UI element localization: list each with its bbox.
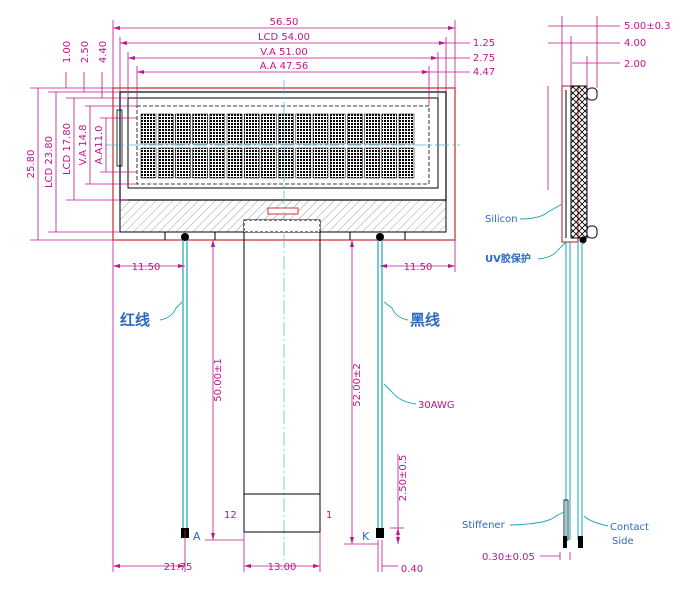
side-dim-1: 5.00±0.3 [624,21,671,32]
side-dim-2: 4.00 [624,38,646,49]
character-cell [295,113,312,145]
character-cell [209,147,226,179]
top-dimension-texts: 56.50 LCD 54.00 V.A 51.00 A.A 47.56 1.25… [258,17,495,78]
dim-va-width: V.A 51.00 [260,47,307,58]
character-grid [140,113,415,179]
character-cell [381,113,398,145]
red-wire-label: 红线 [120,311,150,329]
character-cell [192,147,208,179]
viewing-area [127,97,439,189]
contact-side-label-2: Side [612,536,634,547]
dim-bottom-left: 21.75 [164,562,193,573]
dim-right-1: 1.25 [473,38,495,49]
dim-wire-length-left: 50.00±1 [213,358,224,401]
character-cell [261,147,277,179]
character-cell [140,113,157,145]
character-cell [295,147,312,179]
character-cell [175,113,191,145]
black-wire-label: 黑线 [410,311,440,329]
pin-1-label: 1 [326,510,332,521]
dim-aa-width: A.A 47.56 [260,61,309,72]
active-area [136,105,430,185]
wires: A K 红线 黑线 30AWG [120,240,455,543]
character-cell [157,113,174,145]
character-cell [157,147,174,179]
dim-lcd-height-2: LCD 17.80 [62,123,73,175]
module-front-view [105,80,460,560]
dim-right-offset: 11.50 [404,262,433,273]
dim-top-1: 1.00 [62,41,73,63]
side-view: 5.00±0.3 4.00 2.00 0.30±0.05 Silicon UV胶… [462,16,671,563]
dim-left-offset: 11.50 [132,262,161,273]
character-cell [329,113,346,145]
connector-slot [267,207,299,215]
character-cell [364,147,380,179]
dim-overall-width: 56.50 [270,17,299,28]
dim-va-height: V.A 14.8 [78,124,89,165]
dim-top-2: 2.50 [80,41,91,63]
dim-lcd-height: LCD 23.80 [44,136,55,188]
left-tab [116,109,123,167]
dim-aa-height: A.A11.0 [94,126,105,165]
character-cell [312,113,329,145]
character-cell [278,147,294,179]
fpc-tail: 12 1 [224,219,332,533]
bottom-dimension-texts: 11.50 11.50 50.00±1 52.00±2 2.50±0.5 21.… [132,262,433,575]
dim-bottom-right: 0.40 [401,564,423,575]
character-cell [226,147,243,179]
bottom-dimension-arrows [113,240,455,568]
solder-point-left [181,233,189,241]
dim-top-3: 4.40 [98,41,109,63]
uv-protection-label: UV胶保护 [485,252,531,265]
dim-right-2: 2.75 [473,53,495,64]
pin-12-label: 12 [224,510,237,521]
stiffener-label: Stiffener [462,520,506,531]
character-cell [226,113,243,145]
character-cell [175,147,191,179]
silicon-label: Silicon [485,214,518,225]
character-cell [243,147,260,179]
side-glass [570,85,588,239]
character-cell [347,147,363,179]
character-cell [398,147,415,179]
character-cell [364,113,380,145]
side-dim-3: 2.00 [624,59,646,70]
dim-overall-height: 25.80 [26,150,37,179]
bottom-dimensions [112,240,456,572]
character-cell [243,113,260,145]
left-dimension-texts: 1.00 2.50 4.40 25.80 LCD 23.80 LCD 17.80… [26,41,109,188]
dim-strip-length: 2.50±0.5 [398,455,409,502]
character-cell [381,147,398,179]
character-cell [329,147,346,179]
character-cell [398,113,415,145]
dim-lcd-width: LCD 54.00 [258,32,310,43]
left-dimensions [30,72,137,241]
character-cell [347,113,363,145]
awg-label: 30AWG [418,400,455,411]
dim-bottom-fpc: 13.00 [268,562,297,573]
character-cell [140,147,157,179]
character-cell [278,113,294,145]
top-dimension-arrows [113,26,455,74]
character-cell [312,147,329,179]
side-dim-bottom: 0.30±0.05 [482,552,535,563]
cathode-label: K [362,530,370,543]
anode-label: A [193,530,201,543]
contact-side-label-1: Contact [610,522,649,533]
dim-wire-length-right: 52.00±2 [352,363,363,406]
character-cell [261,113,277,145]
character-cell [192,113,208,145]
character-cell [209,113,226,145]
dim-right-3: 4.47 [473,67,495,78]
top-dimensions [112,20,470,106]
solder-point-right [376,233,384,241]
